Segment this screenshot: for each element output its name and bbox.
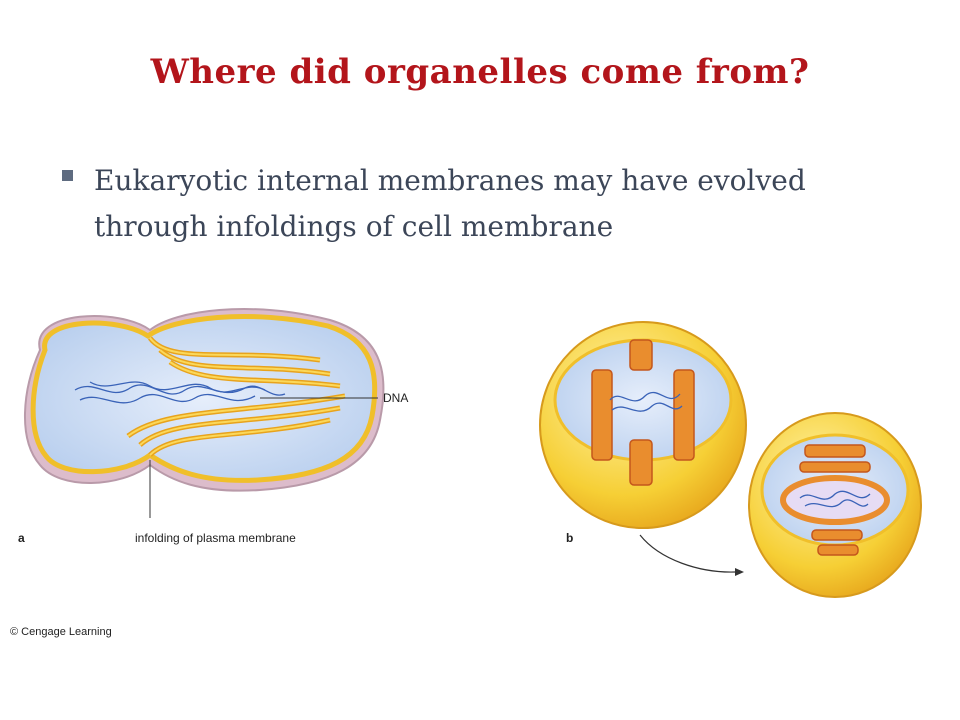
bullet-text: Eukaryotic internal membranes may have e…	[94, 164, 806, 243]
panel-a-label: a	[18, 531, 25, 545]
square-bullet-icon	[62, 170, 73, 181]
early-eukaryote-cell	[539, 321, 747, 529]
eukaryote-cell	[748, 412, 922, 598]
infolding-label: infolding of plasma membrane	[135, 531, 296, 545]
transition-arrow	[639, 534, 736, 573]
panel-b-label: b	[566, 531, 573, 545]
dna-label: DNA	[383, 391, 408, 405]
infolding-diagram: DNA infolding of plasma membrane a	[18, 308, 922, 598]
credit-text: © Cengage Learning	[10, 626, 112, 638]
prokaryote-cell	[24, 308, 385, 518]
slide-title: Where did organelles come from?	[150, 52, 810, 92]
arrow-head-icon	[735, 568, 744, 576]
